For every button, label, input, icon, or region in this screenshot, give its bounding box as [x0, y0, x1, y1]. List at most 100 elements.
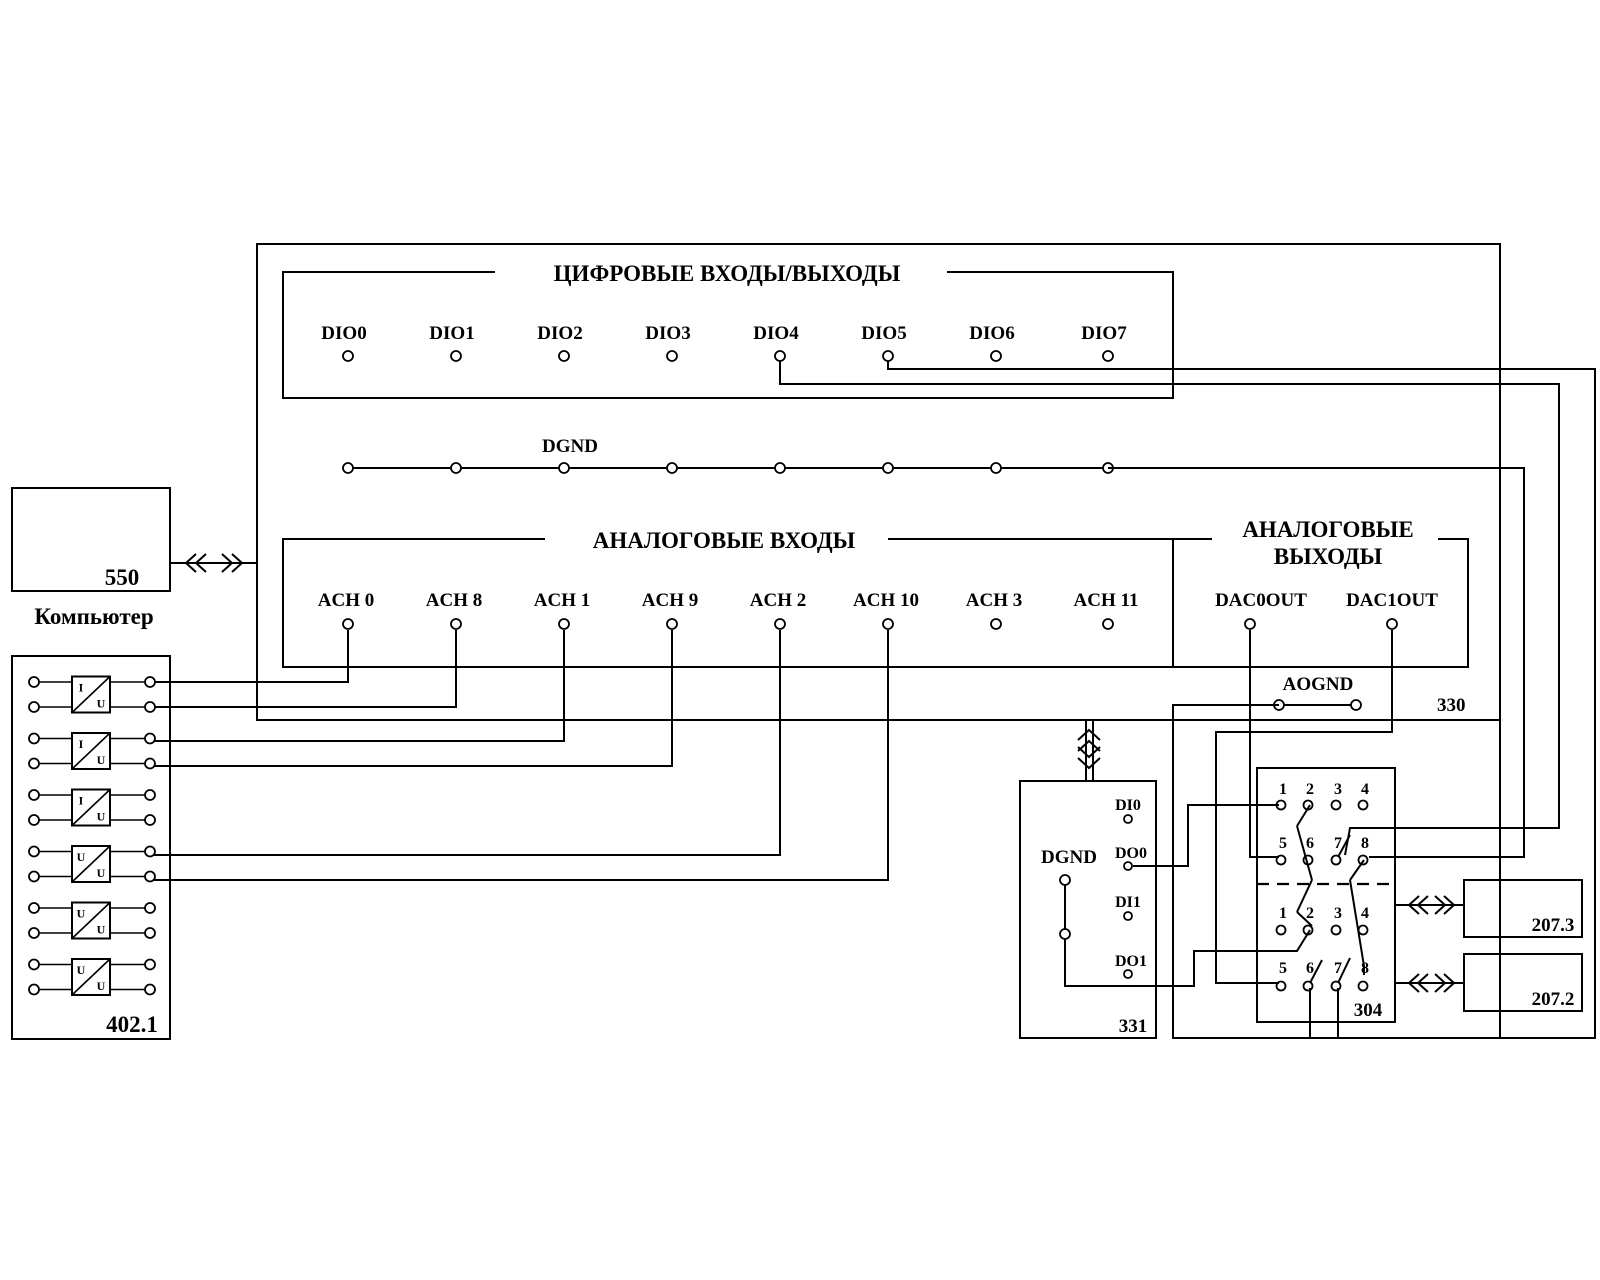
converter-4-in-b[interactable] [28, 870, 40, 883]
converter-3-in-a[interactable] [28, 789, 40, 801]
dac0out-terminal[interactable] [1244, 618, 1256, 630]
ach-terminal-0[interactable] [342, 618, 354, 630]
dgnd-terminal-0[interactable] [342, 462, 354, 474]
dio-label-6: DIO6 [969, 323, 1014, 344]
computer-link-connector [170, 553, 257, 573]
converter-2-out-symbol: U [97, 753, 106, 767]
ach-label-0: ACH 0 [318, 590, 374, 611]
converter-3-in-b[interactable] [28, 814, 40, 826]
relay-terminal-bottom_row_a-2[interactable] [1330, 924, 1342, 936]
analog-output-section: АНАЛОГОВЫЕ ВЫХОДЫ DAC0OUT DAC1OUT [1173, 517, 1469, 668]
dio-terminal-1[interactable] [450, 350, 462, 362]
converter-4-out-a[interactable] [144, 845, 156, 858]
converter-module-5: UU [28, 901, 156, 940]
converter-5-out-symbol: U [97, 923, 106, 937]
aognd-terminal-2[interactable] [1350, 699, 1362, 711]
converter-2-box [71, 732, 111, 770]
dgnd-terminal-6[interactable] [990, 462, 1002, 474]
converter-2-out-a[interactable] [144, 732, 156, 745]
relay-pin-label-top_row_a-3: 4 [1361, 781, 1369, 798]
dio-terminal-2[interactable] [558, 350, 570, 362]
dgnd-terminal-4[interactable] [774, 462, 786, 474]
io-do1-label: DO1 [1115, 953, 1147, 970]
converter-4-in-a[interactable] [28, 845, 40, 858]
dio-label-5: DIO5 [861, 323, 906, 344]
relay-block-number: 304 [1354, 1000, 1383, 1021]
analog-output-frame [1173, 538, 1469, 668]
converter-1-in-b[interactable] [28, 701, 40, 713]
dac1out-terminal[interactable] [1386, 618, 1398, 630]
ach-terminal-6[interactable] [990, 618, 1002, 630]
converter-5-in-a[interactable] [28, 902, 40, 914]
converter-3-out-b[interactable] [144, 814, 156, 826]
dgnd-terminal-3[interactable] [666, 462, 678, 474]
io-block-frame [1019, 780, 1157, 1039]
converter-6-in-a[interactable] [28, 958, 40, 971]
relay-pin-label-bottom_row_a-0: 1 [1279, 905, 1287, 922]
converter-2-out-b[interactable] [144, 757, 156, 770]
wire-dac1out-relay [1215, 630, 1393, 984]
relay-pin-label-bottom_row_b-1: 6 [1306, 960, 1314, 977]
wire-dio5-relay [887, 361, 1596, 1039]
converter-5-out-a[interactable] [144, 902, 156, 914]
ach-terminal-1[interactable] [450, 618, 462, 630]
io-di0-terminal[interactable] [1123, 814, 1133, 824]
analog-output-title-line2: ВЫХОДЫ [1274, 544, 1383, 569]
load-block-207-2: 207.2 [1395, 953, 1583, 1012]
load-block-207-3: 207.3 [1395, 879, 1583, 938]
converter-5-out-b[interactable] [144, 927, 156, 939]
dgnd-terminal-1[interactable] [450, 462, 462, 474]
converter-6-box [71, 958, 111, 996]
converter-3-out-a[interactable] [144, 789, 156, 801]
relay-pin-label-bottom_row_a-3: 4 [1361, 905, 1369, 922]
dgnd-terminal-5[interactable] [882, 462, 894, 474]
dio-terminal-6[interactable] [990, 350, 1002, 362]
wire-dgnd-relay-bottom [1064, 929, 1311, 987]
ach-terminal-3[interactable] [666, 618, 678, 630]
dio-terminal-3[interactable] [666, 350, 678, 362]
io-di1-label: DI1 [1115, 894, 1141, 911]
converter-module-6: UU [28, 958, 156, 996]
converter-2-in-a[interactable] [28, 732, 40, 745]
ach-terminal-4[interactable] [774, 618, 786, 630]
io-do0-terminal[interactable] [1123, 861, 1133, 871]
converter-1-out-a[interactable] [144, 676, 156, 688]
dio-label-3: DIO3 [645, 323, 690, 344]
converter-1-in-a[interactable] [28, 676, 40, 688]
io-do1-terminal[interactable] [1123, 969, 1133, 979]
ach-terminal-7[interactable] [1102, 618, 1114, 630]
ach-terminal-5[interactable] [882, 618, 894, 630]
wire-dgnd-relay [1108, 467, 1525, 858]
wire-do0-relay1 [1133, 804, 1279, 867]
converter-6-out-b[interactable] [144, 983, 156, 996]
dio-terminal-7[interactable] [1102, 350, 1114, 362]
io-di0-label: DI0 [1115, 797, 1141, 814]
relay-terminal-top_row_a-2[interactable] [1330, 799, 1342, 811]
relay-terminal-bottom_row_b-3[interactable] [1357, 980, 1369, 992]
converter-6-out-a[interactable] [144, 958, 156, 971]
converter-1-out-b[interactable] [144, 701, 156, 713]
dio-terminal-0[interactable] [342, 350, 354, 362]
converter-4-out-b[interactable] [144, 870, 156, 883]
converter-6-in-b[interactable] [28, 983, 40, 996]
converter-2-in-symbol: I [79, 737, 84, 751]
relay-terminal-bottom_row_a-3[interactable] [1357, 924, 1369, 936]
relay-pin-label-top_row_b-0: 5 [1279, 835, 1287, 852]
converter-5-in-b[interactable] [28, 927, 40, 939]
dio-label-1: DIO1 [429, 323, 474, 344]
relay-terminal-bottom_row_a-0[interactable] [1275, 924, 1287, 936]
io-dgnd-terminal[interactable] [1059, 874, 1071, 886]
wires [154, 361, 1596, 1039]
io-di1-terminal[interactable] [1123, 911, 1133, 921]
analog-output-title-line1: АНАЛОГОВЫЕ [1242, 517, 1413, 542]
dgnd-terminal-2[interactable] [558, 462, 570, 474]
relay-terminal-top_row_b-2[interactable] [1330, 854, 1342, 866]
ach-terminal-2[interactable] [558, 618, 570, 630]
dio-terminal-4[interactable] [774, 350, 786, 362]
converter-2-in-b[interactable] [28, 757, 40, 770]
io-dgnd-terminal-2[interactable] [1059, 928, 1071, 940]
relay-terminal-top_row_a-3[interactable] [1357, 799, 1369, 811]
main-unit-frame [256, 243, 1501, 721]
dio-terminal-5[interactable] [882, 350, 894, 362]
